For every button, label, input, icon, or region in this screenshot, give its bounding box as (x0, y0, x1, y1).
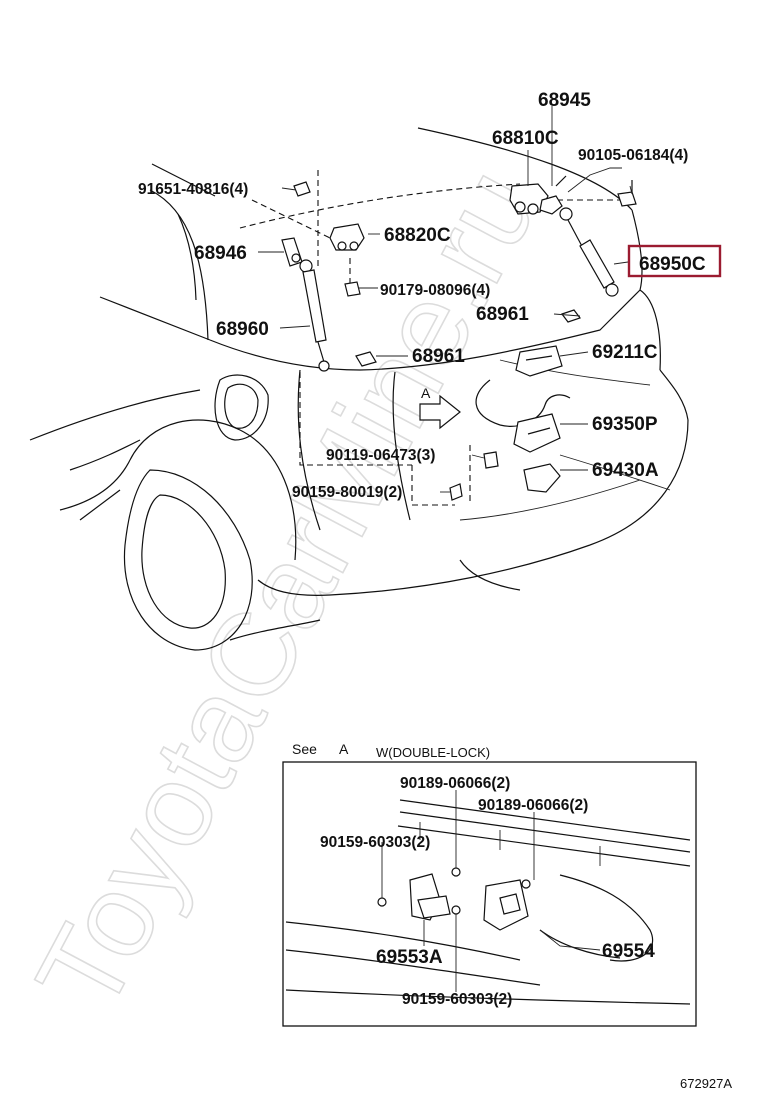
leader-lines (258, 106, 633, 493)
part-label-69350P: 69350P (592, 414, 658, 435)
nut-90179 (344, 281, 361, 297)
part-label-68810C: 68810C (492, 128, 559, 149)
striker-69430A (523, 463, 561, 493)
part-label-68946: 68946 (194, 243, 247, 264)
view-arrow-label: A (421, 385, 431, 401)
vehicle-body-outline (29, 127, 689, 651)
part-label-90105: 90105-06184(4) (578, 147, 688, 164)
lock-cable (475, 379, 571, 427)
part-label-68945: 68945 (538, 90, 591, 111)
part-label-68950C: 68950C (639, 254, 706, 275)
stud-68961-upper (561, 309, 581, 323)
part-label-68961-upper: 68961 (476, 304, 529, 325)
inset-see-a: See A W(DOUBLE-LOCK) (282, 741, 697, 1027)
part-label-68960: 68960 (216, 319, 269, 340)
inset-part-label-69554: 69554 (602, 941, 655, 962)
inset-part-label-90159-a: 90159-60303(2) (320, 834, 430, 851)
highlight-box (627, 244, 722, 278)
part-label-91651: 91651-40816(4) (138, 181, 248, 198)
bolt-90119 (483, 451, 499, 469)
part-label-68820C: 68820C (384, 225, 451, 246)
hinge-68810C (509, 183, 549, 215)
hinge-68820C (329, 223, 365, 251)
lock-69350P (513, 413, 561, 453)
part-label-90159-80019: 90159-80019(2) (292, 484, 402, 501)
dashed-guides (251, 170, 620, 506)
screw-90159 (449, 483, 463, 501)
part-label-90119: 90119-06473(3) (326, 447, 435, 464)
strut-68950C (559, 207, 619, 297)
inset-part-label-90189-b: 90189-06066(2) (478, 797, 588, 814)
inset-title: W(DOUBLE-LOCK) (376, 745, 490, 760)
bracket-68945 (539, 175, 567, 215)
bolt-90105 (617, 180, 637, 207)
inset-part-label-90189-a: 90189-06066(2) (400, 775, 510, 792)
part-label-90179: 90179-08096(4) (380, 282, 490, 299)
part-label-69430A: 69430A (592, 460, 659, 481)
handle-69211C (515, 345, 563, 377)
view-arrow-a: A (419, 385, 461, 430)
bolt-91651 (293, 181, 311, 197)
figure-id: 672927A (680, 1076, 732, 1091)
bracket-68946 (281, 237, 303, 267)
strut-68960 (299, 259, 330, 372)
part-label-69211C: 69211C (592, 342, 658, 363)
part-label-68961-lower: 68961 (412, 346, 465, 367)
inset-part-label-90159-b: 90159-60303(2) (402, 991, 512, 1008)
inset-drawing (285, 790, 691, 1005)
stud-68961-lower (355, 351, 377, 367)
inset-part-label-69553A: 69553A (376, 947, 443, 968)
inset-see-label: See (292, 741, 317, 757)
inset-see-ref: A (339, 741, 349, 757)
